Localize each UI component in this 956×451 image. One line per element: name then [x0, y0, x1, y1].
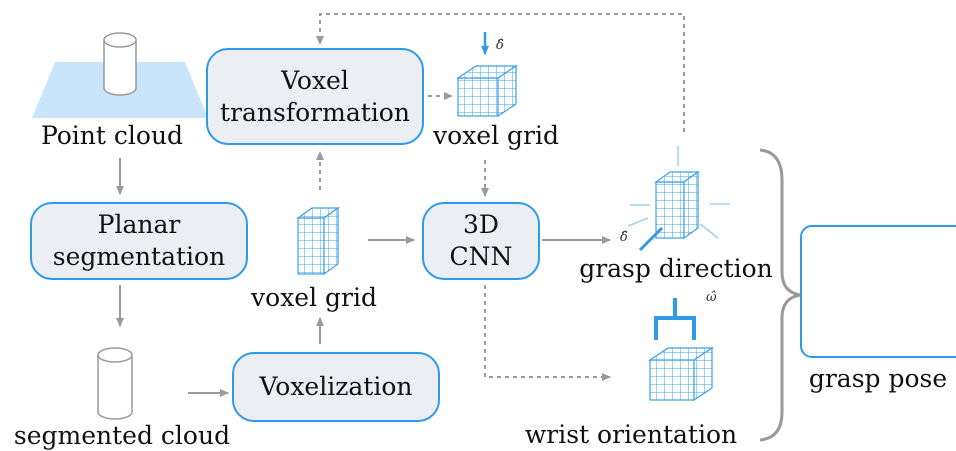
- delta-hat-top-symbol: δ̂: [496, 38, 504, 53]
- voxel-transformation-node: Voxel transformation: [206, 48, 424, 145]
- delta-hat-direction-symbol: δ̂: [620, 230, 628, 245]
- dashed-arrows: [316, 13, 685, 381]
- point-cloud-label: Point cloud: [40, 121, 184, 150]
- voxel-grid-top-icon: [456, 32, 518, 118]
- segmented-cloud-icon: [97, 347, 133, 420]
- grasp-pose-box: [800, 225, 956, 358]
- voxelization-node: Voxelization: [232, 352, 440, 422]
- voxel-grid-top-label: voxel grid: [433, 121, 559, 150]
- omega-hat-symbol: ω̂: [706, 290, 717, 305]
- wrist-orientation-icon: [648, 298, 714, 402]
- point-cloud-icon: [32, 32, 208, 118]
- cnn-3d-line-1: 3D: [463, 210, 499, 239]
- cnn-3d-line-2: CNN: [449, 242, 513, 271]
- wrist-orientation-label: wrist orientation: [524, 420, 738, 449]
- segmented-cloud-label: segmented cloud: [13, 421, 231, 450]
- grasp-pose-label: grasp pose: [808, 364, 948, 393]
- grasp-direction-label: grasp direction: [579, 254, 773, 283]
- curly-brace: [759, 148, 801, 442]
- voxel-grid-mid-label: voxel grid: [251, 283, 377, 312]
- solid-arrows: [116, 158, 611, 397]
- voxel-grid-mid-icon: [296, 206, 340, 276]
- voxel-transformation-line-1: Voxel: [281, 65, 349, 95]
- cnn-3d-node: 3D CNN: [422, 202, 540, 280]
- voxelization-label: Voxelization: [259, 372, 413, 401]
- planar-segmentation-node: Planar segmentation: [30, 202, 248, 280]
- planar-segmentation-line-1: Planar: [97, 210, 181, 239]
- voxel-transformation-line-2: transformation: [220, 97, 410, 127]
- grasp-direction-icon: [627, 146, 730, 252]
- planar-segmentation-line-2: segmentation: [52, 242, 226, 271]
